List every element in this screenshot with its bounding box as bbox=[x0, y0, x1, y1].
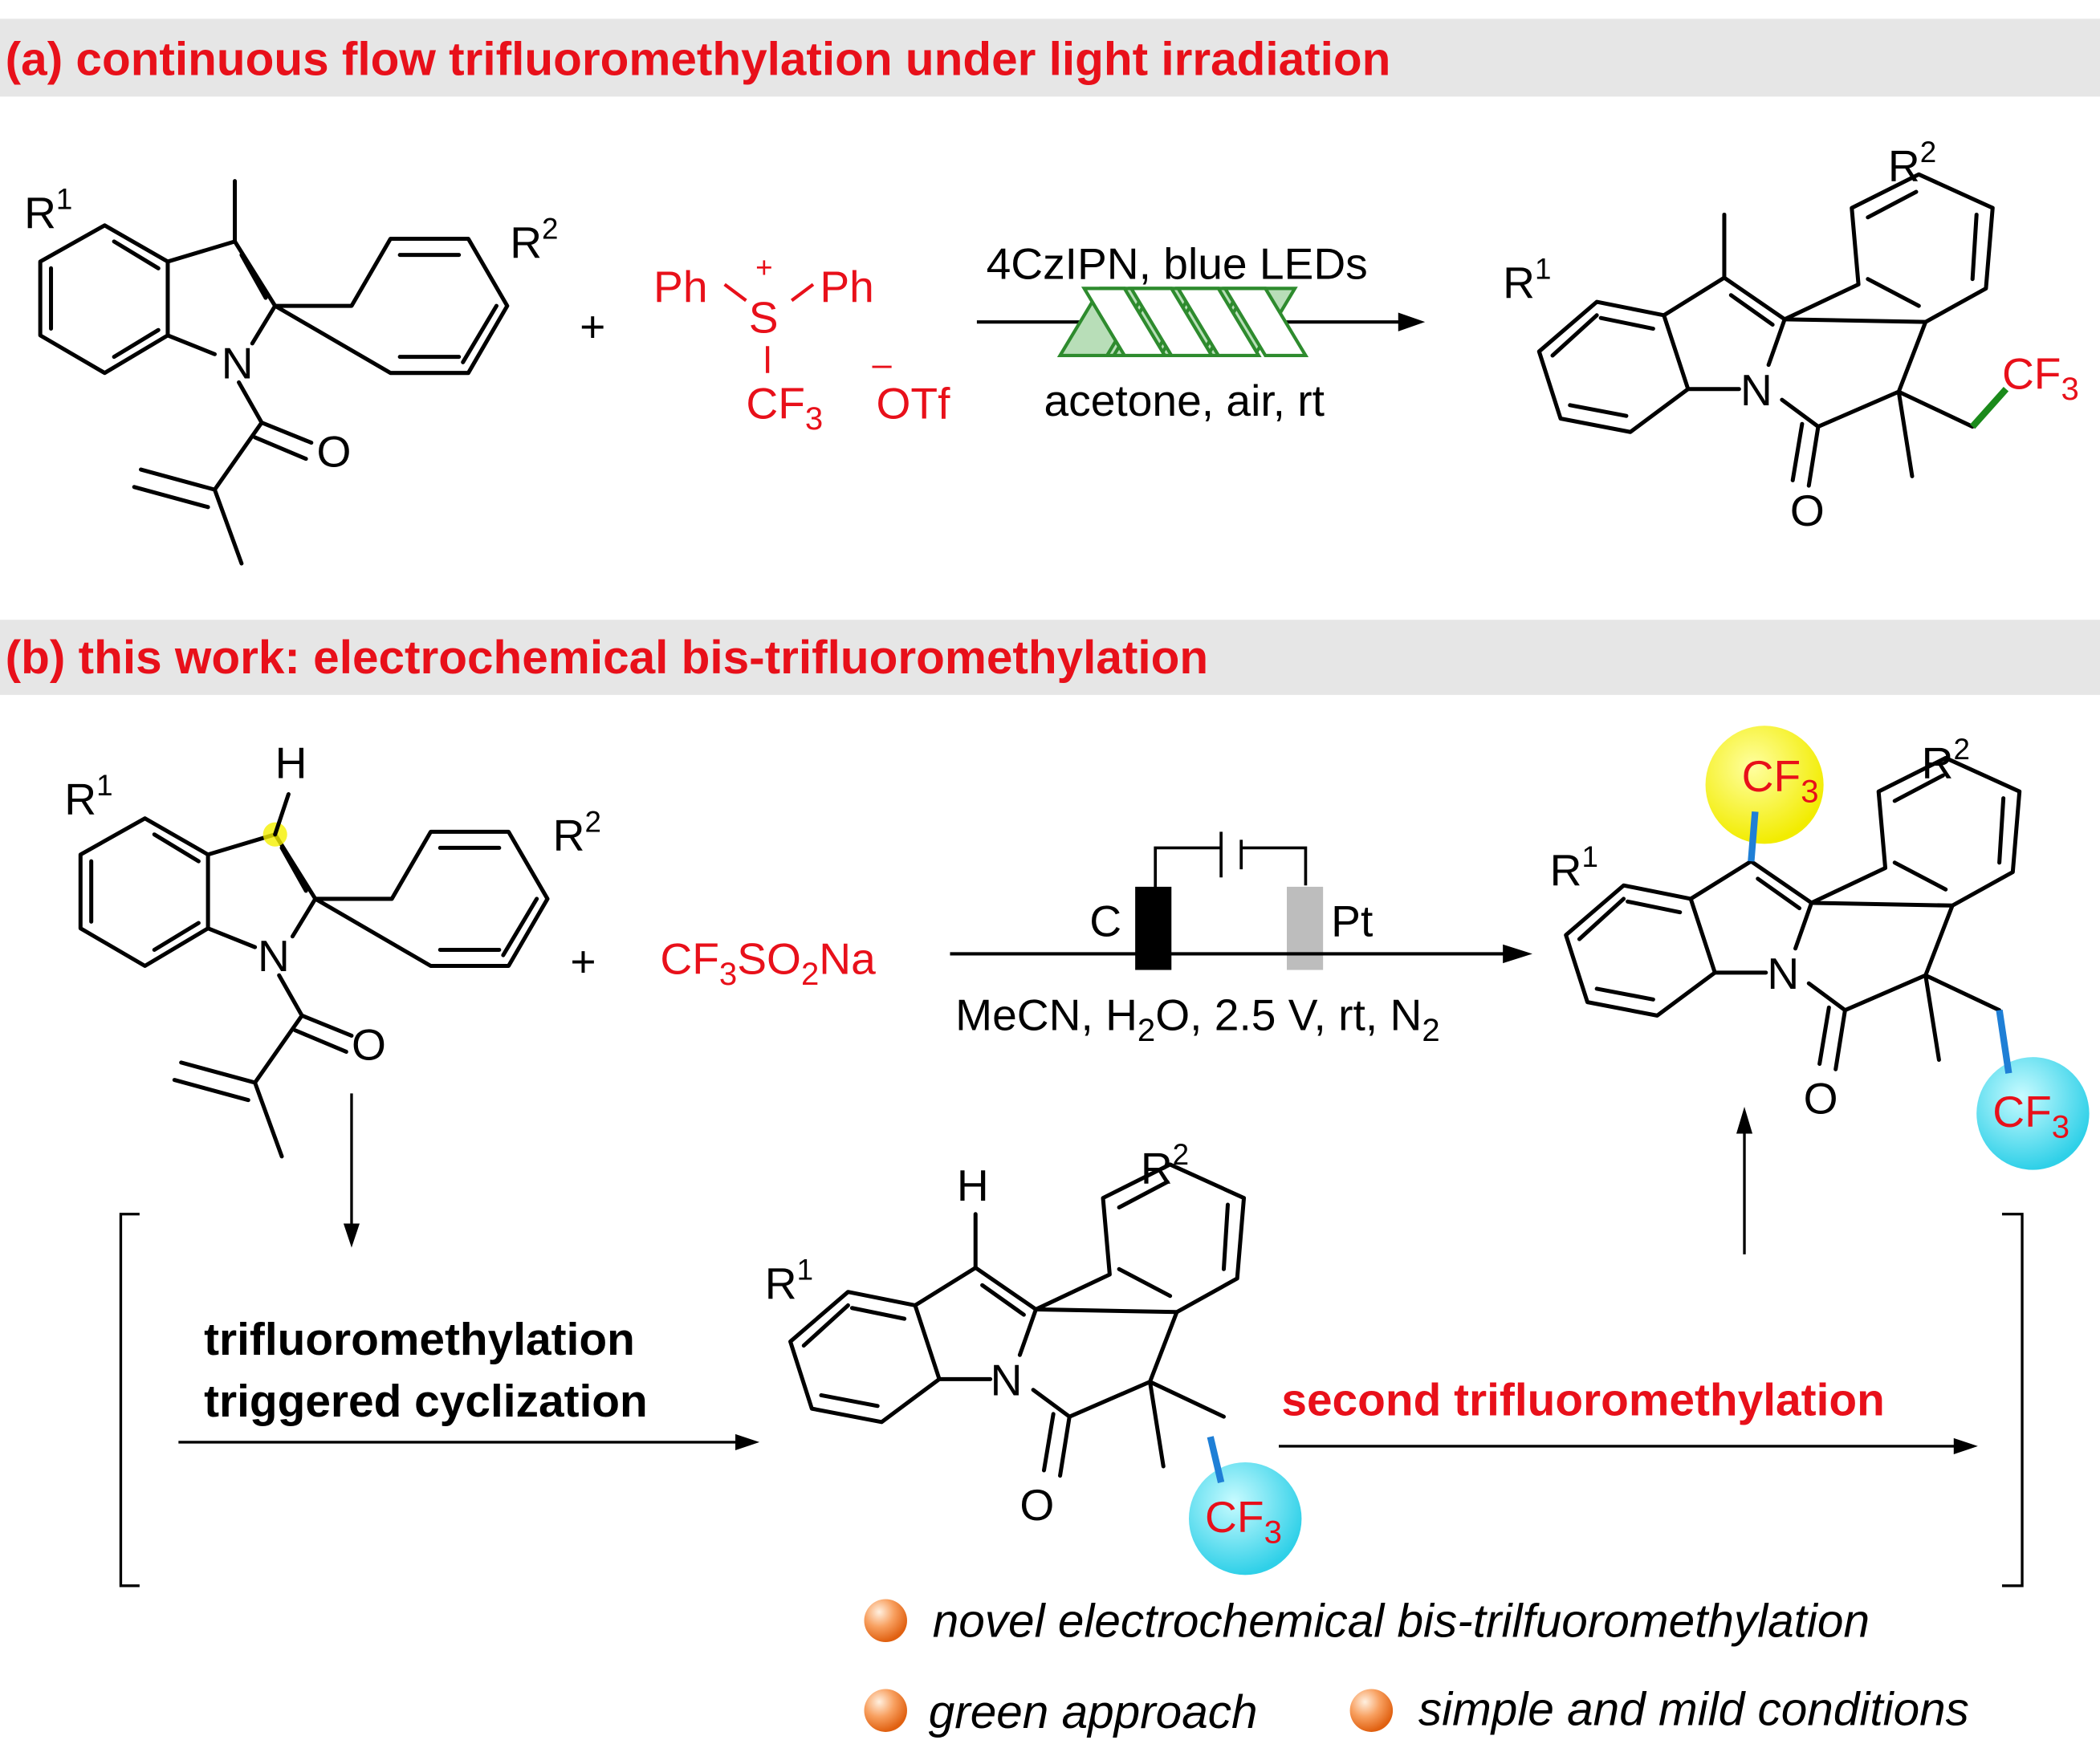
section-b-title: (b) this work: electrochemical bis-trifl… bbox=[6, 632, 1208, 684]
highlight-item: novel electrochemical bis-trilfuoromethy… bbox=[933, 1595, 1870, 1647]
svg-text:Ph: Ph bbox=[820, 262, 873, 311]
section-a-title: (a) continuous flow trifluoromethylation… bbox=[6, 34, 1391, 86]
svg-text:CF3: CF3 bbox=[1992, 1087, 2069, 1144]
svg-text:O: O bbox=[352, 1020, 386, 1070]
svg-text:N: N bbox=[1740, 365, 1772, 415]
highlight-circle-cyan bbox=[1976, 1057, 2090, 1170]
highlight-circle-cyan bbox=[1189, 1462, 1302, 1575]
highlight-circle-yellow bbox=[1705, 726, 1824, 844]
svg-text:Pt: Pt bbox=[1331, 896, 1373, 946]
svg-text:R2: R2 bbox=[510, 213, 558, 267]
bullet-icon bbox=[864, 1689, 907, 1732]
svg-text:CF3: CF3 bbox=[746, 379, 823, 437]
svg-text:R2: R2 bbox=[553, 805, 601, 860]
conditions-above: 4CzIPN, blue LEDs bbox=[987, 239, 1368, 289]
svg-text:O: O bbox=[1019, 1480, 1054, 1530]
svg-text:R1: R1 bbox=[24, 183, 72, 238]
product-b: CF3 R1 R2 N O CF3 bbox=[1550, 726, 2090, 1170]
step2-label: second trifluoromethylation bbox=[1281, 1375, 1884, 1425]
svg-text:MeCN, H2O, 2.5 V, rt, N2: MeCN, H2O, 2.5 V, rt, N2 bbox=[955, 990, 1440, 1048]
svg-text:C: C bbox=[1089, 896, 1121, 946]
highlight-item: simple and mild conditions bbox=[1418, 1684, 1969, 1736]
o-atom: O bbox=[316, 427, 351, 477]
svg-text:R2: R2 bbox=[1888, 136, 1936, 190]
bracket bbox=[119, 1213, 2024, 1588]
svg-text:R1: R1 bbox=[1550, 840, 1598, 895]
n-atom: N bbox=[222, 338, 254, 388]
plus-sign: + bbox=[570, 937, 596, 986]
bullet-icon bbox=[864, 1599, 907, 1642]
flow-arrow-a: 4CzIPN, blue LEDs acetone, air, rt bbox=[976, 239, 1426, 425]
intermediate: H R1 R2 N O CF3 bbox=[765, 1138, 1302, 1575]
highlights-list: novel electrochemical bis-trilfuoromethy… bbox=[864, 1595, 1969, 1738]
plus-sign: + bbox=[580, 302, 605, 352]
langlois-reagent: CF3SO2Na bbox=[660, 934, 876, 992]
svg-text:–: – bbox=[873, 345, 893, 384]
svg-text:R1: R1 bbox=[64, 769, 112, 823]
pathway-arrows bbox=[119, 1093, 2024, 1588]
svg-text:N: N bbox=[258, 931, 290, 981]
svg-text:R2: R2 bbox=[1922, 733, 1970, 787]
sulfonium-reagent: Ph Ph S + CF3 – OTf bbox=[653, 251, 950, 437]
section-a-header-bg bbox=[0, 18, 2100, 97]
svg-text:N: N bbox=[991, 1355, 1023, 1405]
electrochem-arrow: C Pt MeCN, H2O, 2.5 V, rt, N2 bbox=[950, 831, 1532, 1048]
svg-text:H: H bbox=[957, 1161, 989, 1210]
indole-reactant-b: H R1 R2 N O bbox=[64, 738, 601, 1156]
carbon-anode-icon bbox=[1135, 886, 1172, 970]
svg-text:R1: R1 bbox=[765, 1254, 813, 1308]
highlight-item: green approach bbox=[929, 1686, 1258, 1738]
section-b-header-bg bbox=[0, 620, 2100, 695]
svg-text:S: S bbox=[749, 293, 779, 343]
svg-text:CF3: CF3 bbox=[2002, 349, 2079, 407]
svg-text:R2: R2 bbox=[1141, 1138, 1189, 1193]
svg-text:O: O bbox=[1804, 1073, 1838, 1123]
svg-text:CF3: CF3 bbox=[1205, 1492, 1282, 1550]
step1-label-line2: triggered cyclization bbox=[204, 1376, 648, 1427]
platinum-cathode-icon bbox=[1287, 886, 1324, 970]
svg-text:R1: R1 bbox=[1503, 253, 1551, 307]
svg-text:H: H bbox=[275, 738, 307, 787]
flow-coil-icon bbox=[1060, 288, 1306, 356]
svg-text:N: N bbox=[1767, 949, 1799, 998]
step1-label-line1: trifluoromethylation bbox=[204, 1315, 635, 1365]
svg-text:OTf: OTf bbox=[877, 379, 951, 429]
svg-text:+: + bbox=[755, 251, 772, 284]
svg-text:Ph: Ph bbox=[653, 262, 707, 311]
product-a: R1 R2 N O CF3 bbox=[1503, 136, 2079, 535]
r-label: R bbox=[510, 218, 542, 267]
r-label: R bbox=[24, 188, 56, 238]
conditions-below: acetone, air, rt bbox=[1044, 376, 1325, 425]
svg-text:O: O bbox=[1790, 486, 1825, 535]
indole-reactant-a: R1 R2 N O bbox=[24, 179, 558, 563]
svg-text:CF3: CF3 bbox=[1742, 751, 1819, 809]
bullet-icon bbox=[1349, 1689, 1394, 1732]
